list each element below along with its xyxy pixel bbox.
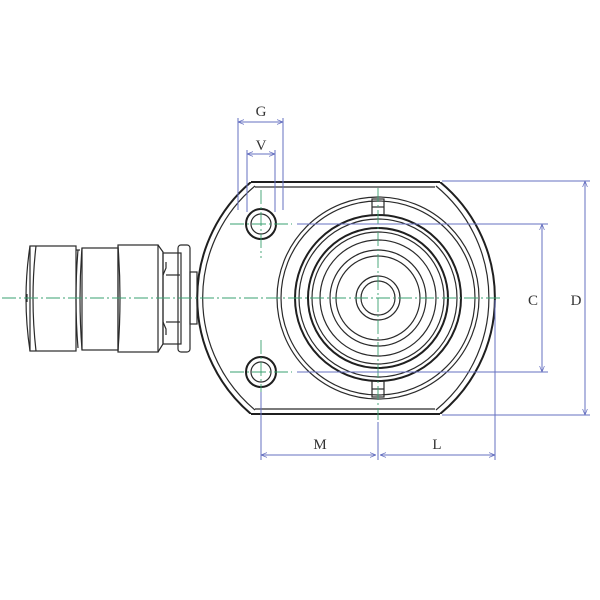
dimension-label-c: C	[528, 293, 538, 309]
dimension-label-d: D	[571, 293, 582, 309]
dimension-label-v: V	[256, 138, 267, 154]
dimension-lines	[237, 118, 590, 460]
centerlines	[2, 188, 500, 420]
dimension-label-m: M	[313, 437, 326, 453]
coupler-fitting	[25, 244, 198, 353]
dimension-label-l: L	[432, 437, 441, 453]
dimension-label-g: G	[256, 104, 267, 120]
